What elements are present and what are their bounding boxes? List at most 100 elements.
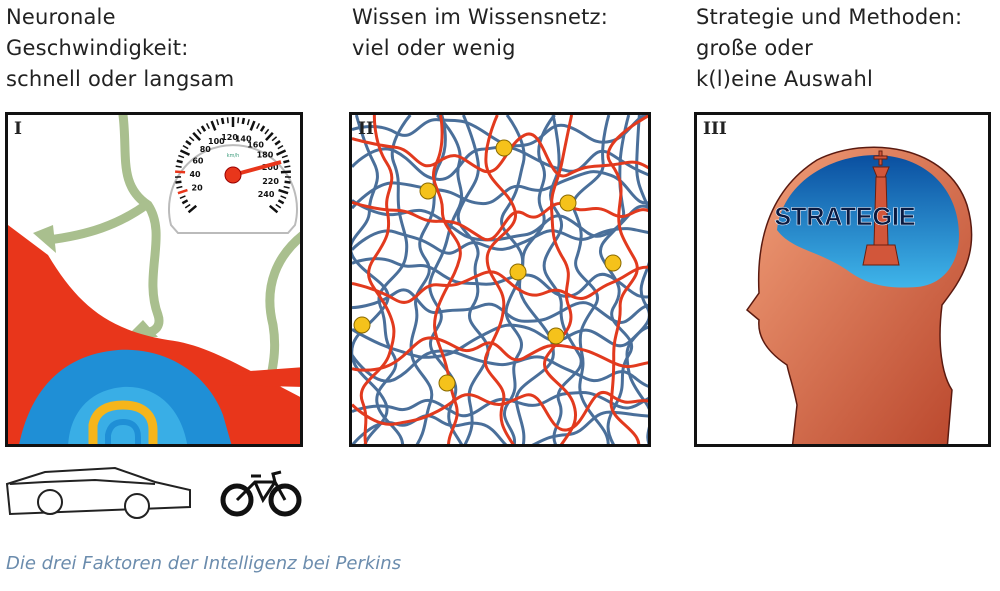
speed-tick: [200, 125, 207, 132]
speed-tick: [187, 204, 198, 214]
panel-knowledge-network: II: [349, 112, 651, 447]
red-connection: [543, 115, 578, 444]
speed-tick: [281, 154, 288, 159]
heading-line: Strategie und Methoden:: [696, 5, 963, 29]
red-connection: [483, 115, 517, 444]
speed-tick: [259, 125, 266, 132]
speed-tick: [278, 188, 289, 195]
figure-caption: Die drei Faktoren der Intelligenz bei Pe…: [6, 553, 402, 574]
speed-label: 220: [262, 177, 279, 186]
speed-tick: [264, 128, 270, 135]
speed-tick: [237, 117, 240, 124]
speed-tick: [179, 195, 186, 200]
speed-tick: [256, 123, 261, 130]
speed-tick: [277, 199, 285, 205]
speed-unit: km/h: [227, 153, 240, 159]
speed-label: 120: [221, 133, 238, 142]
speed-tick: [192, 131, 201, 141]
knowledge-node: [547, 327, 565, 345]
speed-label: 160: [247, 140, 264, 149]
blue-connection: [352, 323, 648, 359]
speed-label: 140: [235, 134, 252, 143]
speed-tick: [175, 170, 186, 174]
speed-tick: [274, 140, 281, 146]
heading-neural-speed: Neuronale Geschwindigkeit: schnell oder …: [6, 2, 234, 95]
speed-label: 180: [257, 150, 274, 159]
speed-tick: [184, 203, 191, 209]
blue-connection: [352, 288, 648, 324]
heading-line: Neuronale: [6, 5, 116, 29]
blue-connection: [352, 410, 648, 444]
roman-numeral: II: [358, 119, 374, 139]
nucleus-ring: [88, 400, 158, 444]
red-connection: [352, 265, 648, 304]
speed-tick: [280, 195, 287, 200]
red-connection: [352, 336, 648, 372]
vehicles: [5, 466, 302, 519]
axon-branch: [223, 367, 300, 387]
speed-tick: [246, 119, 250, 126]
speed-tick: [275, 149, 287, 156]
red-connection: [352, 200, 648, 242]
speed-label: 200: [262, 163, 279, 172]
blue-connection: [598, 115, 633, 444]
brain-area: [777, 155, 959, 288]
needle-hub: [224, 166, 242, 184]
knowledge-node: [495, 139, 513, 157]
speed-tick: [283, 185, 290, 189]
speed-tick: [226, 117, 229, 124]
speed-tick: [175, 165, 182, 168]
speed-tick: [283, 159, 290, 164]
speed-tick: [176, 185, 183, 189]
red-connection: [352, 391, 648, 432]
speed-tick: [205, 123, 210, 130]
speed-tick: [178, 154, 185, 159]
roman-numeral: III: [703, 119, 727, 139]
speed-tick: [241, 117, 246, 125]
heading-line: viel oder wenig: [352, 36, 516, 60]
heading-strategy: Strategie und Methoden: große oder k(l)e…: [696, 2, 962, 95]
knowledge-node: [419, 182, 437, 200]
speed-tick: [249, 120, 256, 131]
blue-connection: [409, 115, 447, 444]
chess-king-icon: [862, 150, 900, 266]
speed-tick: [177, 188, 188, 195]
speed-tick: [265, 131, 274, 141]
head-illustration: STRATEGIE: [745, 146, 973, 444]
blue-connection: [428, 115, 464, 444]
speed-tick: [179, 149, 191, 156]
knowledge-node: [509, 263, 527, 281]
heading-line: schnell oder langsam: [6, 67, 235, 91]
nucleus-core: [105, 418, 141, 444]
heading-line: Geschwindigkeit:: [6, 36, 189, 60]
speed-tick: [176, 159, 183, 164]
panel-strategy: III STRATEGIE: [694, 112, 991, 447]
speed-tick: [280, 170, 291, 174]
speed-tick: [284, 165, 291, 168]
red-connection: [606, 115, 648, 444]
speed-tick: [216, 119, 220, 126]
speed-label: 240: [258, 190, 275, 199]
speed-label: 60: [192, 157, 204, 166]
knowledge-node: [559, 194, 577, 212]
heading-line: k(l)eine Auswahl: [696, 67, 874, 91]
speed-tick: [284, 180, 291, 184]
red-connection: [359, 115, 396, 444]
speed-tick: [196, 128, 202, 135]
blue-connection: [352, 349, 648, 388]
speed-label: 80: [200, 145, 212, 154]
speed-label: 40: [189, 170, 201, 179]
blue-connection: [352, 227, 648, 255]
speed-tick: [275, 203, 282, 209]
knowledge-node: [353, 316, 371, 334]
speed-label: 100: [208, 137, 225, 146]
red-connection: [431, 115, 462, 444]
speed-tick: [175, 180, 182, 184]
speed-tick: [220, 117, 225, 125]
blue-connection: [352, 391, 648, 418]
roman-numeral: I: [14, 119, 22, 139]
knowledge-network: [352, 115, 648, 444]
speed-tick: [271, 136, 278, 142]
